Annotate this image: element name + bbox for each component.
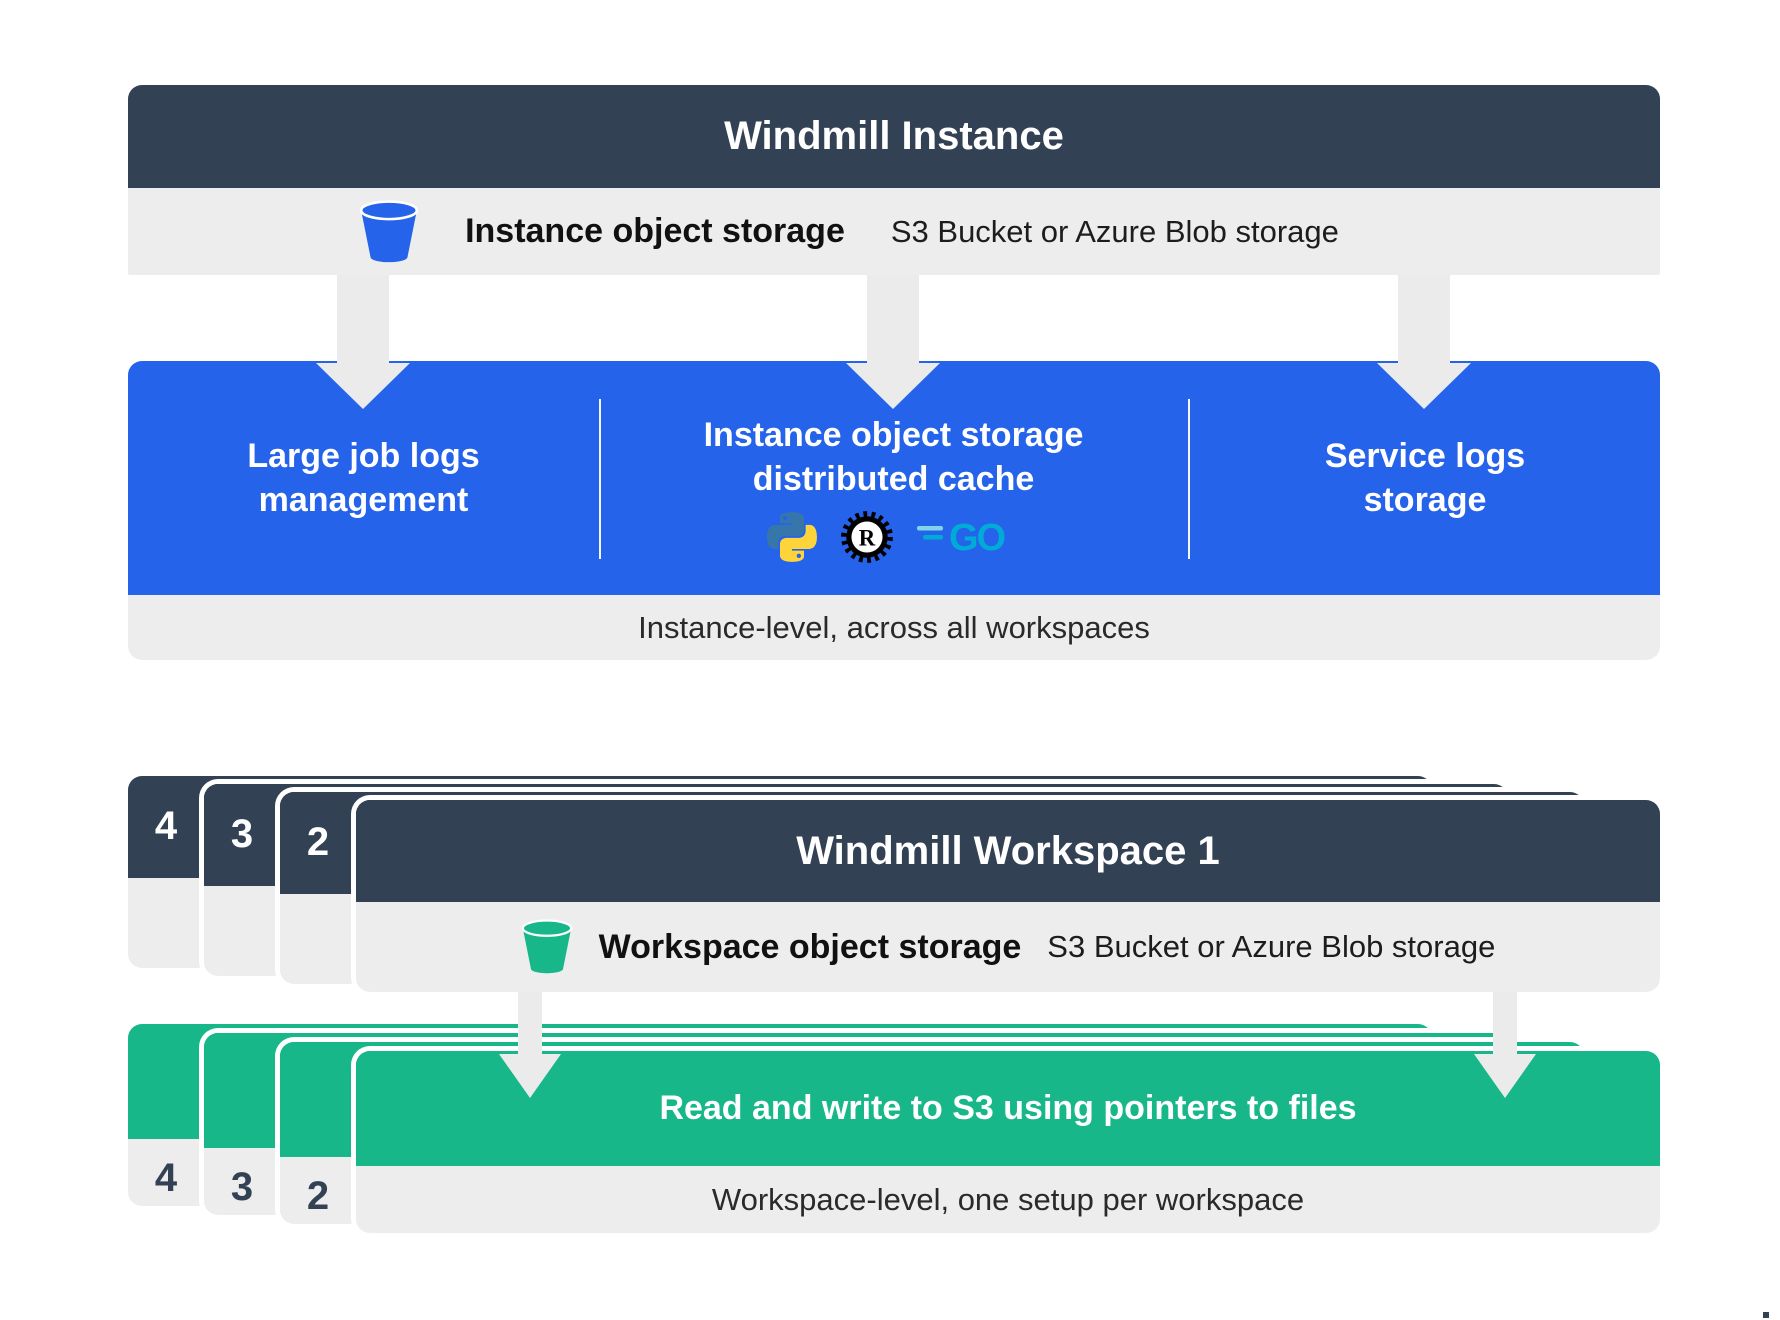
instance-storage-sub: S3 Bucket or Azure Blob storage — [890, 213, 1339, 249]
feature-large-job-logs: Large job logs management — [128, 361, 599, 595]
workspace-storage-sub: S3 Bucket or Azure Blob storage — [1047, 929, 1496, 964]
instance-storage-bar: Instance object storage S3 Bucket or Azu… — [128, 188, 1660, 275]
column-divider — [1188, 399, 1190, 559]
feature-line: storage — [1363, 481, 1487, 519]
workspace-stack-badge: 3 — [230, 812, 254, 856]
green-action-title: Read and write to S3 using pointers to f… — [659, 1089, 1357, 1127]
workspace-header: Windmill Workspace 1 — [356, 800, 1660, 902]
green-action-banner: Read and write to S3 using pointers to f… — [356, 1051, 1660, 1166]
go-icon: GO — [916, 515, 1021, 564]
green-caption: Workspace-level, one setup per workspace — [356, 1166, 1660, 1233]
arrow-head — [1474, 1054, 1536, 1098]
workspace-stack-badge: 4 — [154, 804, 178, 848]
arrow-shaft — [518, 992, 542, 1056]
workspace-card-main: Windmill Workspace 1 Workspace object st… — [356, 800, 1660, 992]
feature-distributed-cache: Instance object storage distributed cach… — [601, 361, 1186, 595]
workspace-stack-badge: 2 — [306, 820, 330, 864]
feature-line: distributed cache — [752, 460, 1035, 498]
rust-icon: R — [839, 509, 895, 570]
workspace-storage-label: Workspace object storage — [598, 927, 1022, 966]
instance-header: Windmill Instance — [128, 85, 1660, 188]
arrow-head — [316, 363, 410, 409]
corner-artifact — [1763, 1312, 1769, 1318]
feature-line: Service logs — [1324, 437, 1526, 475]
green-stack-badge: 2 — [306, 1174, 330, 1218]
feature-line: management — [258, 481, 469, 519]
arrow-shaft — [1398, 275, 1450, 365]
arrow-shaft — [867, 275, 919, 365]
instance-storage-label: Instance object storage — [465, 212, 845, 250]
arrow-down-icon — [846, 275, 940, 411]
feature-service-logs: Service logs storage — [1190, 361, 1660, 595]
green-card-main: Read and write to S3 using pointers to f… — [356, 1051, 1660, 1233]
feature-label: Service logs storage — [1325, 434, 1525, 522]
instance-caption: Instance-level, across all workspaces — [128, 595, 1660, 660]
feature-line: Instance object storage — [703, 416, 1084, 454]
arrow-down-icon — [498, 992, 562, 1100]
language-icons-row: R GO — [766, 509, 1021, 570]
instance-title: Windmill Instance — [724, 114, 1064, 158]
arrow-down-icon — [1473, 992, 1537, 1100]
arrow-down-icon — [1377, 275, 1471, 411]
svg-text:R: R — [858, 525, 875, 550]
bucket-icon — [359, 199, 419, 265]
arrow-shaft — [1493, 992, 1517, 1056]
arrow-head — [499, 1054, 561, 1098]
green-stack-badge: 3 — [230, 1165, 254, 1209]
python-icon — [766, 511, 817, 567]
column-divider — [599, 399, 601, 559]
arrow-head — [846, 363, 940, 409]
workspace-storage-bar: Workspace object storage S3 Bucket or Az… — [356, 902, 1660, 992]
arrow-shaft — [337, 275, 389, 365]
feature-label: Large job logs management — [247, 434, 479, 522]
green-stack-badge: 4 — [154, 1156, 178, 1200]
feature-label: Instance object storage distributed cach… — [704, 413, 1084, 501]
svg-text:GO: GO — [949, 517, 1005, 559]
bucket-icon — [521, 918, 573, 976]
feature-line: Large job logs — [247, 437, 480, 475]
arrow-down-icon — [316, 275, 410, 411]
arrow-head — [1377, 363, 1471, 409]
workspace-title: Windmill Workspace 1 — [796, 828, 1220, 873]
